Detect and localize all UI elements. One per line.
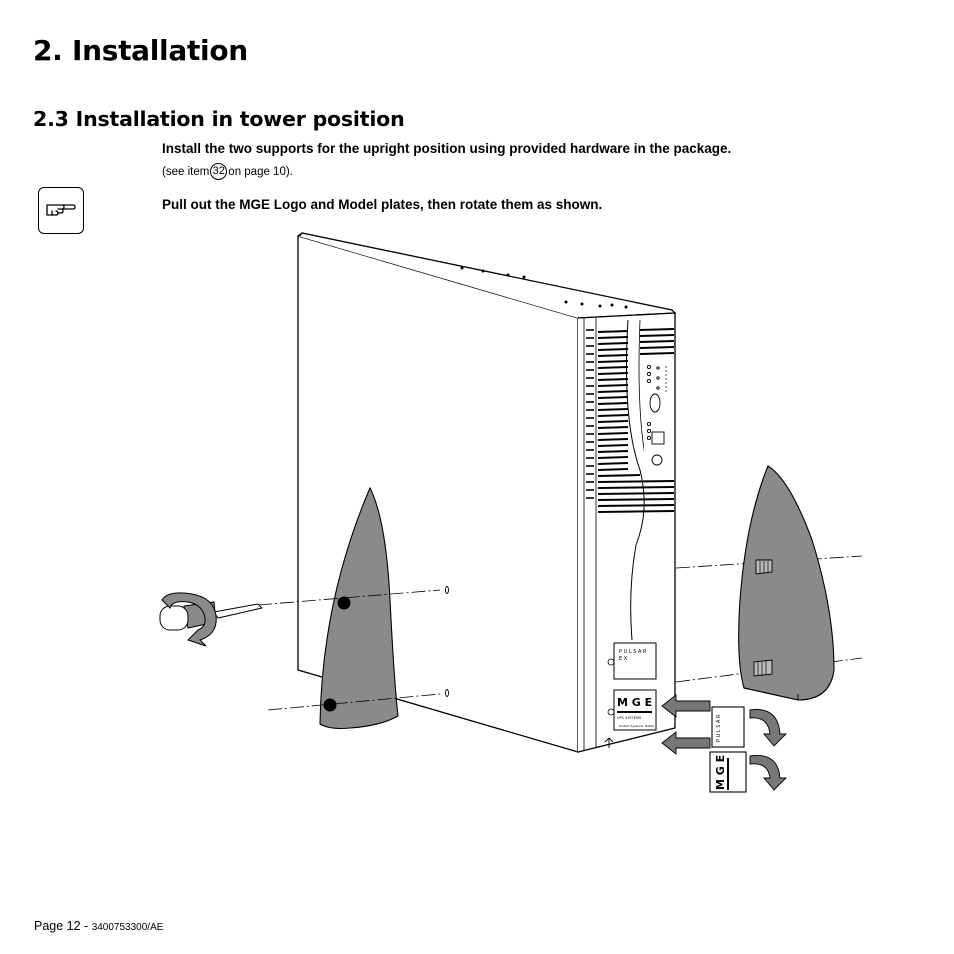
- model-plate-text: P U L S A R: [619, 649, 647, 655]
- instruction-step: Install the two supports for the upright…: [162, 141, 732, 156]
- left-support: [319, 486, 399, 730]
- pointing-hand-icon: [46, 204, 76, 216]
- page-number: Page 12 -: [34, 919, 92, 933]
- front-vents: [597, 328, 675, 513]
- logo-plate-sub2: Protect Systems, Better: [619, 724, 655, 728]
- logo-plate-sub: UPS SYSTEMS: [617, 716, 642, 720]
- vent-strip: [586, 329, 594, 499]
- right-support: [738, 465, 835, 701]
- rotated-model-plate-text: P U L S A R: [716, 714, 722, 742]
- model-plate-sub: E X: [619, 656, 628, 662]
- item-number-badge: 32: [210, 163, 228, 180]
- document-code: 3400753300/AE: [91, 922, 164, 933]
- note-box: [38, 187, 84, 234]
- page-footer: Page 12 - 3400753300/AE: [34, 919, 163, 933]
- logo-plate-text: M G E: [617, 696, 652, 709]
- reference-prefix: (see item: [162, 165, 210, 178]
- note-text: Pull out the MGE Logo and Model plates, …: [162, 197, 603, 212]
- rotated-logo-plate-text: M G E: [714, 755, 727, 790]
- section-title: 2.3 Installation in tower position: [33, 107, 405, 131]
- page-title: 2. Installation: [33, 34, 248, 67]
- item-reference: (see item 32 on page 10).: [162, 163, 293, 180]
- screwdriver: [159, 592, 263, 647]
- reference-suffix: on page 10).: [228, 165, 293, 178]
